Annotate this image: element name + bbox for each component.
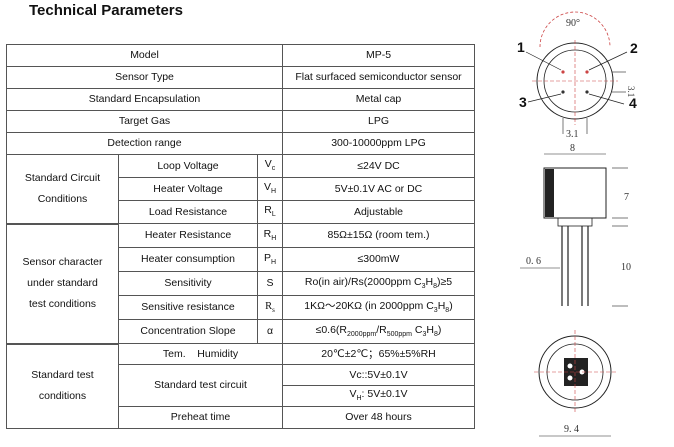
row-value: Metal cap	[282, 88, 475, 111]
group-label-line: conditions	[38, 390, 87, 403]
row-value: Flat surfaced semiconductor sensor	[282, 66, 475, 89]
dimension-label: 3.1	[626, 86, 636, 97]
row-value: Over 48 hours	[282, 406, 475, 429]
table-row: Heater Voltage VH 5V±0.1V AC or DC	[7, 177, 475, 201]
row-symbol: Vc	[257, 154, 283, 178]
leader-line	[527, 93, 562, 103]
row-value: 85Ω±15Ω (room tem.)	[282, 223, 475, 248]
leader-line	[525, 51, 562, 71]
table-row: Standard test conditions Tem. Humidity 2…	[6, 343, 475, 429]
row-label: Target Gas	[6, 110, 283, 133]
row-value: Vc::5V±0.1V	[282, 364, 475, 386]
row-symbol: α	[257, 319, 283, 344]
row-value: Adjustable	[282, 200, 475, 224]
row-value: ≤0.6(R2000ppm/R500ppm C3H8)	[282, 319, 475, 344]
row-symbol: S	[257, 271, 283, 296]
row-symbol: VH	[257, 177, 283, 201]
row-symbol: PH	[257, 247, 283, 272]
sensor-dimension-drawing: 90° 1 2 3 4 3.1 3.1 8 7 0. 6 10 9. 4	[517, 11, 638, 437]
row-label: Sensitivity	[118, 271, 258, 296]
table-row: Sensor character under standard test con…	[6, 223, 475, 345]
table-row: Concentration Slope α ≤0.6(R2000ppm/R500…	[7, 319, 475, 344]
pin-label: 3	[519, 94, 527, 110]
row-label: Tem. Humidity	[118, 343, 283, 365]
leader-line	[588, 93, 625, 105]
row-label: Preheat time	[118, 406, 283, 429]
group-label-line: test conditions	[28, 298, 97, 310]
pin-dot	[561, 70, 565, 74]
row-symbol: RH	[257, 223, 283, 248]
dimension-label: 10	[621, 262, 631, 273]
group-label-line: under standard	[27, 277, 98, 289]
group-label-line: Conditions	[37, 192, 88, 205]
row-label: Model	[6, 44, 283, 67]
row-value: ≤300mW	[282, 247, 475, 272]
page-title: Technical Parameters	[29, 2, 183, 19]
row-value: 20℃±2℃；65%±5%RH	[282, 343, 475, 365]
table-row: Heater consumption PH ≤300mW	[7, 247, 475, 272]
row-label: Standard Encapsulation	[6, 88, 283, 111]
table-row: Model MP-5	[6, 44, 475, 67]
pin-dot	[585, 90, 589, 94]
table-row: Standard Encapsulation Metal cap	[6, 88, 475, 111]
row-value: MP-5	[282, 44, 475, 67]
row-value: 1KΩ～20KΩ (in 2000ppm C3H8)	[282, 295, 475, 320]
base-ring	[557, 217, 593, 227]
group-test: Standard test conditions	[6, 343, 119, 429]
table-row: Target Gas LPG	[6, 110, 475, 133]
table-row: Sensitive resistance Rs 1KΩ～20KΩ (in 200…	[7, 295, 475, 320]
row-label: Standard test circuit	[118, 364, 283, 407]
group-circuit: Standard Circuit Conditions	[6, 154, 119, 225]
row-symbol: Rs	[257, 295, 283, 320]
parameters-table: Model MP-5 Sensor Type Flat surfaced sem…	[6, 44, 475, 429]
group-label-line: Standard test	[31, 369, 94, 382]
table-row: Detection range 300-10000ppm LPG	[6, 132, 475, 155]
table-row: Sensitivity S Ro(in air)/Rs(2000ppm C3H8…	[7, 271, 475, 296]
row-label: Load Resistance	[118, 200, 258, 224]
row-value: 300-10000ppm LPG	[282, 132, 475, 155]
group-label-line: Standard Circuit	[24, 171, 101, 184]
angle-label: 90°	[566, 18, 580, 29]
pin-dot	[585, 70, 589, 74]
dimension-label: 7	[624, 192, 629, 203]
dimension-label: 9. 4	[564, 424, 579, 435]
row-symbol: RL	[257, 200, 283, 224]
table-row: Standard Circuit Conditions Loop Voltage…	[6, 154, 475, 225]
leader-line	[588, 51, 628, 71]
cap-shade	[545, 169, 554, 217]
row-label: Heater Voltage	[118, 177, 258, 201]
row-label: Detection range	[6, 132, 283, 155]
table-row: Sensor Type Flat surfaced semiconductor …	[6, 66, 475, 89]
pin-dot	[561, 90, 565, 94]
row-label: Heater consumption	[118, 247, 258, 272]
dimension-label: 3.1	[566, 129, 579, 140]
row-value: ≤24V DC	[282, 154, 475, 178]
table-row: Preheat time Over 48 hours	[7, 406, 475, 429]
row-label: Sensitive resistance	[118, 295, 258, 320]
pin-label: 4	[629, 95, 637, 111]
row-value: Ro(in air)/Rs(2000ppm C3H8)≥5	[282, 271, 475, 296]
row-value: 5V±0.1V AC or DC	[282, 177, 475, 201]
group-character: Sensor character under standard test con…	[6, 223, 119, 345]
pin-label: 1	[517, 39, 525, 55]
row-label: Loop Voltage	[118, 154, 258, 178]
angle-arc	[539, 11, 611, 48]
pin-dot	[567, 363, 573, 369]
pin-label: 2	[630, 40, 638, 56]
row-value: VH: 5V±0.1V	[282, 385, 475, 407]
row-label: Sensor Type	[6, 66, 283, 89]
row-value: LPG	[282, 110, 475, 133]
dimension-label: 0. 6	[526, 256, 541, 267]
group-label-line: Sensor character	[22, 256, 103, 268]
row-label: Heater Resistance	[118, 223, 258, 248]
dimension-label: 8	[570, 143, 575, 154]
row-label: Concentration Slope	[118, 319, 258, 344]
pin-dot	[567, 375, 573, 381]
